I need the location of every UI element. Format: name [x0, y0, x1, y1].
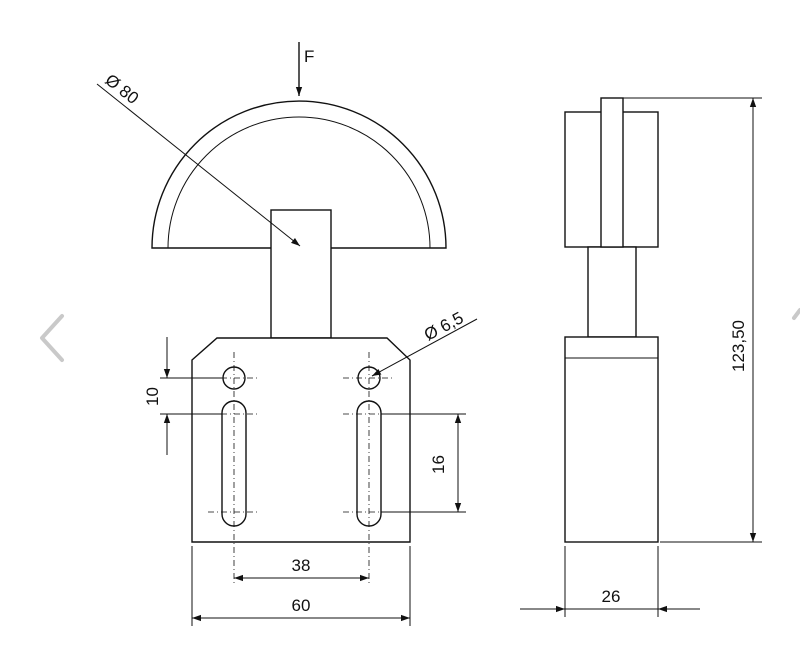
hole-diameter-label: Ø 6,5: [421, 308, 467, 344]
front-view: [151, 100, 447, 583]
chevron-right-icon[interactable]: [792, 308, 800, 320]
dimension-123-50: 123,50: [623, 97, 762, 543]
dimension-60-label: 60: [292, 596, 311, 615]
side-view: [564, 97, 659, 543]
dimension-16: 16: [381, 413, 466, 513]
shaft: [270, 209, 332, 339]
dimension-26-label: 26: [602, 587, 621, 606]
dimension-38: 38: [234, 556, 369, 582]
dimension-10: 10: [143, 337, 222, 455]
chevron-left-icon[interactable]: [40, 314, 64, 362]
side-base: [564, 336, 659, 543]
dimension-60: 60: [191, 546, 411, 626]
dimension-26: 26: [520, 546, 700, 617]
base-plate: [191, 337, 411, 543]
dimension-height-label: 123,50: [729, 320, 748, 372]
force-label: F: [304, 47, 314, 66]
dimension-10-label: 10: [143, 387, 162, 406]
side-plunger: [600, 97, 624, 248]
dimension-16-label: 16: [429, 455, 448, 474]
force-arrow: F: [295, 42, 314, 96]
dimension-38-label: 38: [292, 556, 311, 575]
dome-inner-arc: [167, 116, 431, 249]
side-shaft: [587, 246, 637, 338]
dome-outer: [151, 100, 447, 249]
dome-diameter-label: Ø 80: [102, 70, 143, 108]
dome-diameter-leader: Ø 80: [96, 70, 301, 247]
